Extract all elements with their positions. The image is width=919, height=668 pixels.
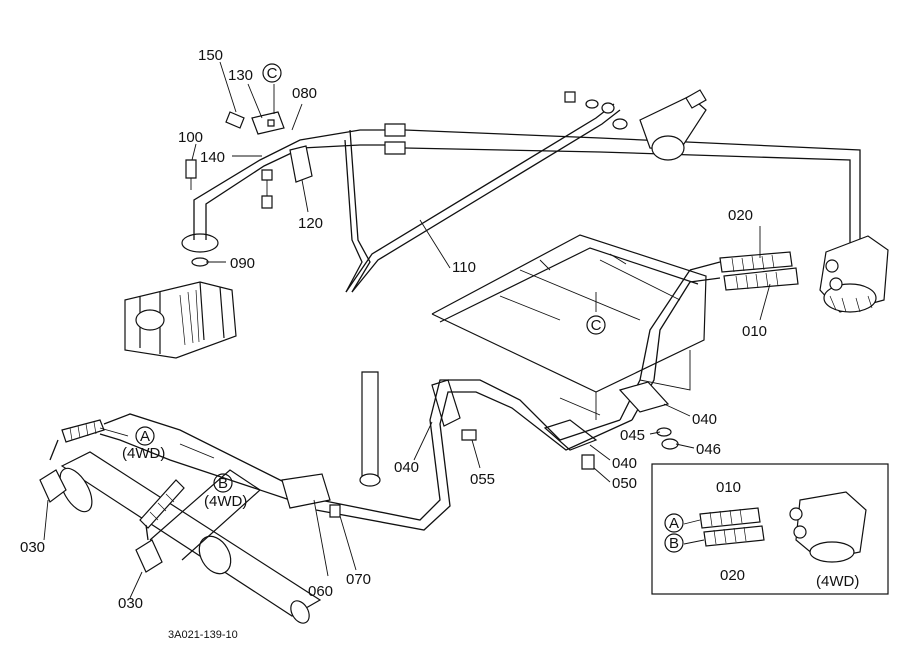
part-label-120: 120 bbox=[298, 215, 323, 232]
leader-lines bbox=[43, 61, 771, 599]
callout-c-plate: C bbox=[591, 317, 602, 334]
cylinder-hoses bbox=[39, 413, 301, 573]
note-4wd-a: (4WD) bbox=[122, 445, 165, 462]
power-cylinder bbox=[59, 451, 322, 624]
part-label-020-inset: 020 bbox=[720, 567, 745, 584]
part-label-060: 060 bbox=[308, 583, 333, 600]
frame-plate bbox=[431, 234, 707, 420]
part-label-030-b: 030 bbox=[118, 595, 143, 612]
clamp-060 bbox=[281, 473, 341, 518]
part-label-040-a: 040 bbox=[692, 411, 717, 428]
part-label-040-b: 040 bbox=[612, 455, 637, 472]
part-label-055: 055 bbox=[470, 471, 495, 488]
steering-unit-top bbox=[819, 235, 889, 313]
part-label-100: 100 bbox=[178, 129, 203, 146]
part-label-050: 050 bbox=[612, 475, 637, 492]
inset-4wd bbox=[651, 463, 889, 595]
part-label-140: 140 bbox=[200, 149, 225, 166]
note-4wd-b: (4WD) bbox=[204, 493, 247, 510]
relief-valve bbox=[564, 89, 707, 161]
part-label-080: 080 bbox=[292, 85, 317, 102]
callout-a-left: A bbox=[140, 428, 150, 445]
pipe-fittings-top bbox=[384, 123, 406, 155]
callout-c-top: C bbox=[267, 65, 278, 82]
callout-b-left: B bbox=[218, 475, 228, 492]
callout-b-inset: B bbox=[669, 535, 679, 552]
part-label-110: 110 bbox=[452, 259, 476, 276]
part-label-020-top: 020 bbox=[728, 207, 753, 224]
callout-circles bbox=[135, 63, 684, 553]
part-label-090: 090 bbox=[230, 255, 255, 272]
hoses-top bbox=[619, 251, 799, 421]
hydraulic-pump bbox=[124, 281, 237, 359]
lower-pipes bbox=[315, 371, 633, 531]
callout-a-inset: A bbox=[669, 515, 679, 532]
part-label-130: 130 bbox=[228, 67, 253, 84]
part-label-045: 045 bbox=[620, 427, 645, 444]
drawing-code: 3A021-139-10 bbox=[168, 629, 238, 641]
part-label-010-top: 010 bbox=[742, 323, 767, 340]
clamps-040 bbox=[431, 379, 679, 470]
part-label-010-inset: 010 bbox=[716, 479, 741, 496]
bracket-bolts bbox=[225, 111, 313, 209]
part-label-150: 150 bbox=[198, 47, 223, 64]
note-4wd-inset: (4WD) bbox=[816, 573, 859, 590]
part-label-030-a: 030 bbox=[20, 539, 45, 556]
part-label-070: 070 bbox=[346, 571, 371, 588]
part-label-040-c: 040 bbox=[394, 459, 419, 476]
part-label-046: 046 bbox=[696, 441, 721, 458]
